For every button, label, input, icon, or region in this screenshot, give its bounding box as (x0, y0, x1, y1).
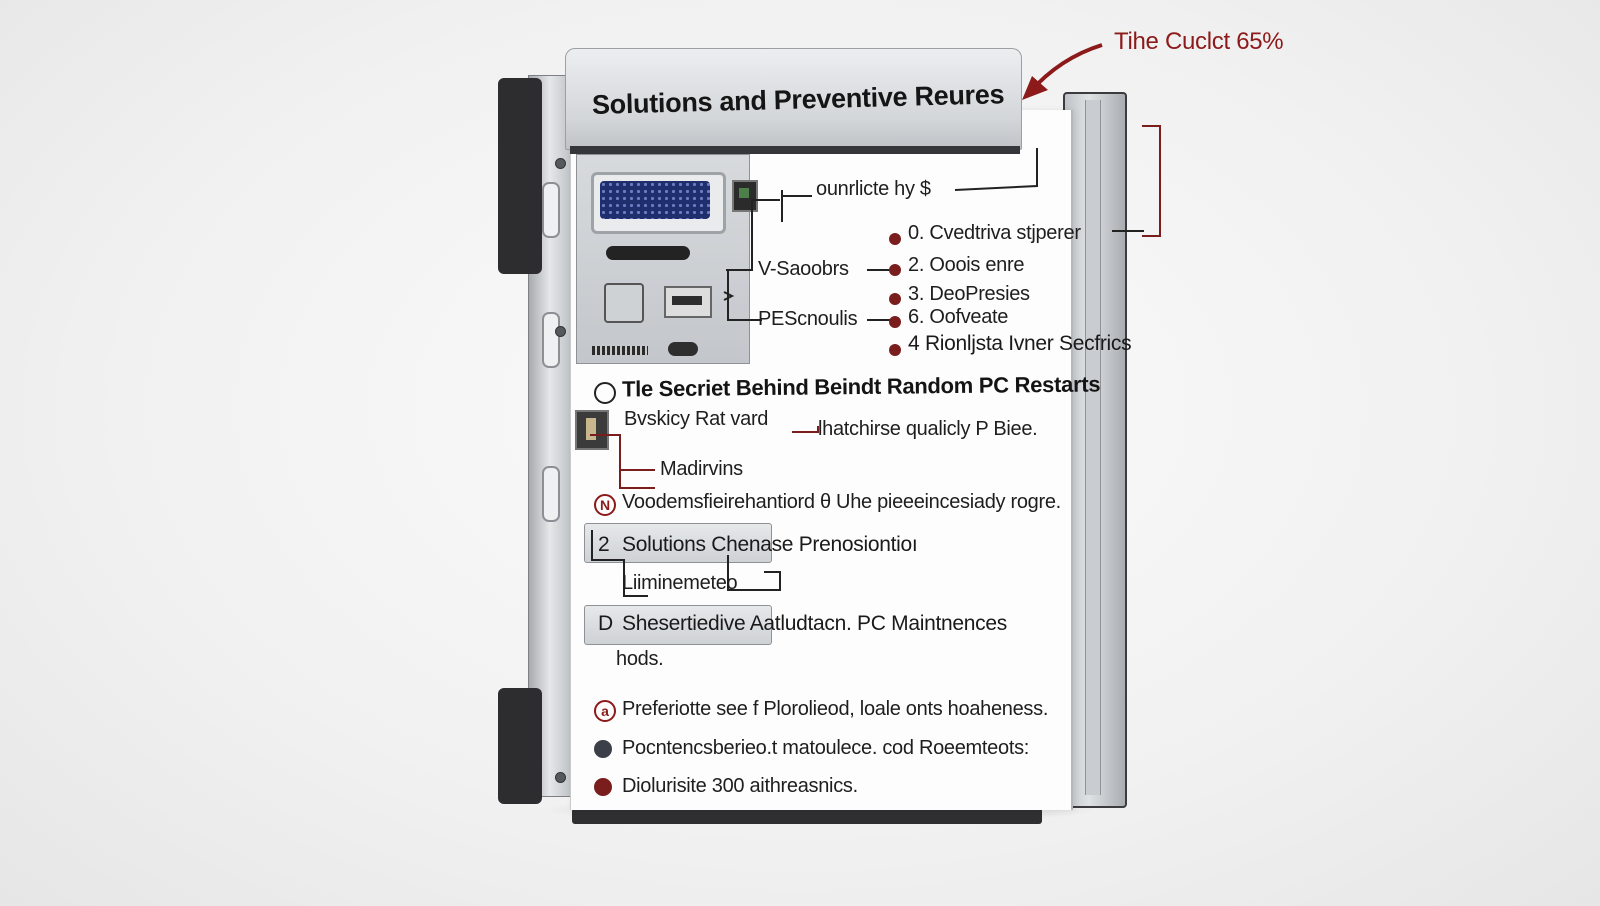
bullet-icon (594, 740, 612, 758)
audio-jack-icon (606, 246, 690, 260)
case-bumper-bottom (498, 688, 542, 804)
tab-number: D (598, 612, 613, 635)
case-rear-rail (1085, 100, 1101, 795)
info-panel (570, 110, 1073, 810)
list-item: 4 Rionljsta Ivner Secfrics (908, 332, 1132, 355)
maintenance-heading: Shesertiedive Aatludtacn. PC Maintnences (622, 612, 1007, 635)
bullet-text: Pocntencsberieo.t matoulece. cod Roeemte… (622, 737, 1030, 759)
row-right-label: lhatchirse qualicly P Biee. (818, 418, 1038, 440)
power-port-icon (668, 342, 698, 356)
header-band-edge (570, 146, 1020, 154)
list-item: 2. Ooois enre (908, 254, 1025, 276)
tab-number: 2 (598, 533, 610, 556)
row-left-label: Bvskicy Rat vard (624, 408, 769, 430)
list-dot-icon (889, 316, 901, 328)
list-item: 3. DeoPresies (908, 283, 1030, 305)
bullet-icon (594, 778, 612, 796)
component-icon (575, 410, 609, 450)
case-slot (542, 312, 560, 368)
list-dot-icon (889, 233, 901, 245)
screw-icon (555, 772, 566, 783)
solutions-tab (584, 523, 772, 563)
screw-icon (555, 158, 566, 169)
screw-icon (555, 326, 566, 337)
maintenance-tab (584, 605, 772, 645)
vga-pins-icon (600, 181, 710, 219)
sub-label: Liiminemeteo (622, 572, 738, 594)
section-heading: Tle Secriet Behind Beindt Random PC Rest… (621, 371, 1101, 402)
solutions-heading: Solutions Chenase Prenosiontioı (622, 533, 918, 556)
case-slot (542, 182, 560, 238)
case-slot (542, 466, 560, 522)
usb-b-port-icon (604, 283, 644, 323)
a-badge-icon: a (594, 700, 616, 722)
list-item: 6. Oofveate (908, 306, 1009, 328)
n-badge-icon: N (594, 494, 616, 516)
list-dot-icon (889, 344, 901, 356)
vent-icon (592, 346, 648, 355)
case-bumper-top (498, 78, 542, 274)
callout-left-b: PEScnoulis (758, 308, 858, 330)
bullet-text: Diolurisite 300 aithreasnics. (622, 775, 858, 797)
callout-top: ounrlicte hy $ (816, 178, 931, 200)
bullet-text: Preferiotte see f Plorolieod, loale onts… (622, 698, 1049, 720)
list-dot-icon (889, 264, 901, 276)
ethernet-port-icon (732, 180, 758, 212)
circle-icon (594, 382, 616, 404)
list-item: 0. Cvedtriva stjperer (908, 222, 1081, 244)
header-band (565, 48, 1022, 150)
annotation-label: Tihe Cuclct 65% (1114, 28, 1284, 55)
usb-a-port-icon (664, 286, 712, 318)
row-description: Voodemsfieirehantiord θ Uhe pieeeincesia… (622, 491, 1061, 513)
sub-label: Madirvins (660, 458, 743, 480)
continuation-text: hods. (616, 648, 664, 670)
callout-left-a: V-Saoobrs (758, 258, 849, 280)
list-dot-icon (889, 293, 901, 305)
case-foot (572, 808, 1042, 824)
